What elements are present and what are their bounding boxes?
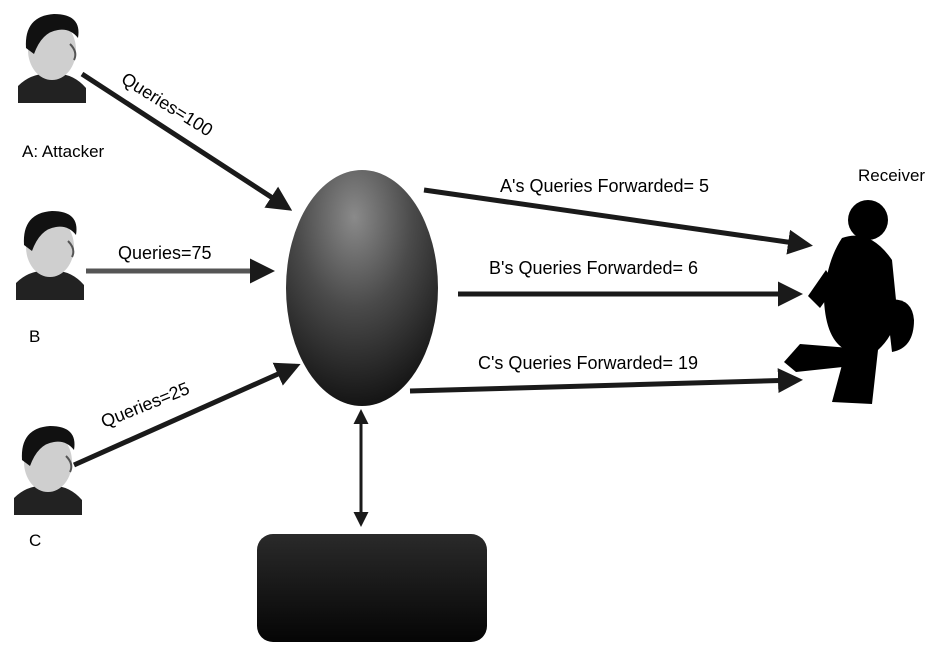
arrow-c-out (409, 368, 803, 394)
central-node (286, 170, 438, 406)
arrow-a-in (80, 71, 293, 211)
person-head-icon (18, 14, 86, 103)
arrow-c-in (72, 362, 301, 468)
receiver-label: Receiver (858, 166, 926, 185)
bottom-box (257, 534, 487, 642)
walking-person-silhouette-icon (784, 200, 914, 404)
edge-label-c-out: C's Queries Forwarded= 19 (478, 353, 698, 373)
edge-label-b-in: Queries=75 (118, 243, 212, 263)
arrow-a-out (423, 187, 813, 255)
person-head-icon (14, 426, 82, 515)
edge-label-b-out: B's Queries Forwarded= 6 (489, 258, 698, 278)
sender-label-b: B (29, 327, 41, 346)
sender-label-c: C (29, 531, 42, 550)
edge-label-c-in: Queries=25 (98, 378, 192, 432)
sender-label-a: A: Attacker (22, 142, 105, 161)
person-head-icon (16, 211, 84, 300)
edge-label-a-out: A's Queries Forwarded= 5 (500, 176, 709, 196)
